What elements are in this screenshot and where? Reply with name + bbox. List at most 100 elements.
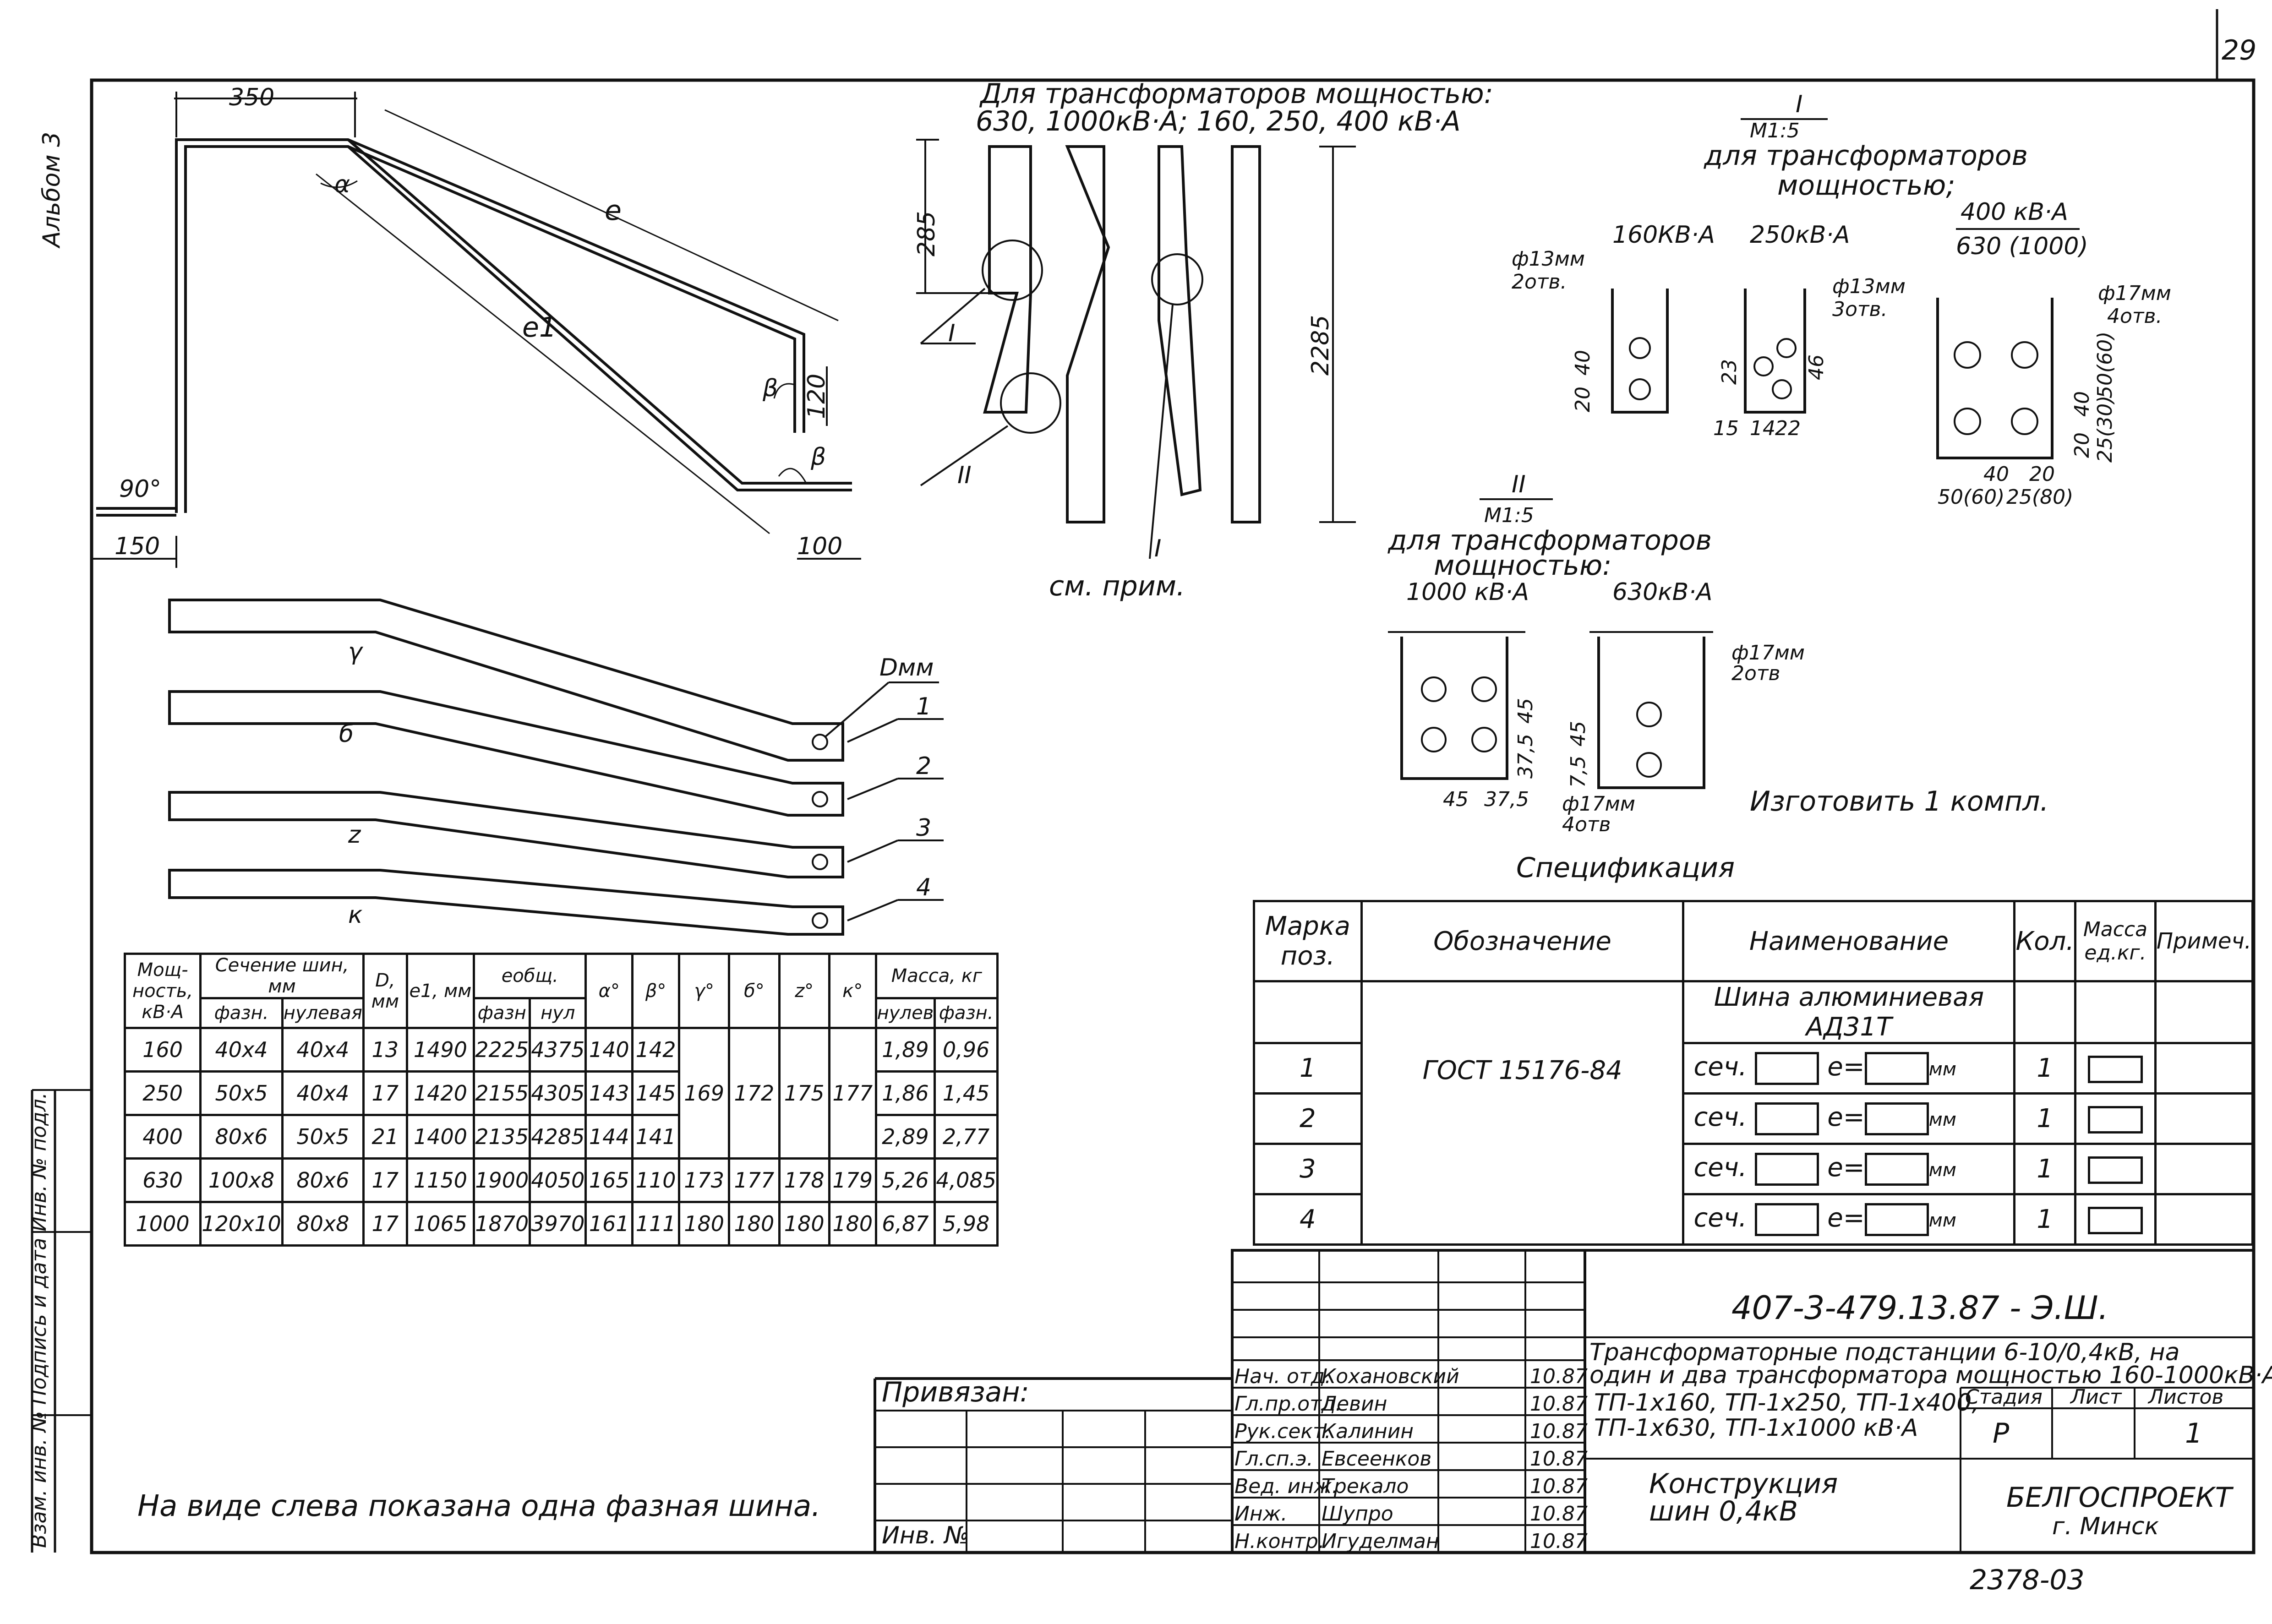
cell: 50x5 bbox=[199, 1070, 284, 1116]
cell: 1,45 bbox=[934, 1070, 999, 1116]
mm-label: мм bbox=[1928, 1109, 1956, 1130]
detail-I-d20: 20 bbox=[1571, 387, 1595, 412]
spec-mass-cell bbox=[2074, 1092, 2157, 1145]
cell: 1400 bbox=[405, 1114, 475, 1160]
cell: 177 bbox=[728, 1157, 781, 1203]
detail-II-d375: 37,5 bbox=[1484, 788, 1529, 811]
detail-II-plates bbox=[1388, 631, 1713, 789]
length-box bbox=[1864, 1152, 1929, 1186]
cell: 17 bbox=[362, 1157, 408, 1203]
detail-I-400: 400 кВ·А bbox=[1961, 198, 2068, 226]
bar-pos-4: 4 bbox=[916, 874, 931, 901]
detail-II-line1: для трансформаторов bbox=[1387, 524, 1712, 556]
spec-mass-cell bbox=[2074, 1042, 2157, 1095]
spec-note-cell bbox=[2154, 1143, 2254, 1195]
table-row: 3 сеч. e=мм 1 bbox=[1253, 1143, 2254, 1195]
org-city: г. Минск bbox=[2052, 1513, 2159, 1540]
detail-II-1000: 1000 кВ·А bbox=[1406, 578, 1529, 606]
th-power: Мощ-ность, кВ·А bbox=[123, 953, 202, 1029]
staff-date-6: 10.87 bbox=[1530, 1502, 1588, 1526]
table-row: 160 40x4 40x4 13 1490 2225 4375 140 142 … bbox=[123, 1027, 999, 1160]
detail-I-d25: 25(30) bbox=[2093, 396, 2117, 463]
staff-rows: Нач. отд. Кохановский 10.87 Гл.пр.отд. Л… bbox=[1234, 1365, 1588, 1553]
spec-pos: 2 bbox=[1253, 1092, 1363, 1145]
th-gamma: γ° bbox=[678, 953, 731, 1029]
desc-3: ТП-1х160, ТП-1х250, ТП-1х400, bbox=[1594, 1389, 1979, 1417]
bar-pos-1: 1 bbox=[916, 693, 931, 720]
length-box bbox=[1864, 1203, 1929, 1236]
cell-zeta-group: 175 bbox=[778, 1027, 830, 1160]
detail-I-d40: 40 bbox=[1571, 350, 1595, 376]
cell: 250 bbox=[123, 1070, 202, 1116]
staff-date-5: 10.87 bbox=[1530, 1475, 1588, 1498]
th-l1: e1, мм bbox=[405, 953, 475, 1029]
detail-I-hole13a: ф13мм bbox=[1512, 247, 1585, 271]
dim-120: 120 bbox=[803, 374, 830, 419]
cell: 165 bbox=[584, 1157, 634, 1203]
detail-II-line2: мощностью: bbox=[1434, 550, 1611, 582]
detail-II-630: 630кВ·А bbox=[1612, 578, 1712, 606]
cell: 3970 bbox=[529, 1201, 587, 1247]
label-l1: e1 bbox=[522, 311, 557, 343]
org-name: БЕЛГОСПРОЕКТ bbox=[2006, 1482, 2234, 1514]
cell: 630 bbox=[123, 1157, 202, 1203]
cell-kappa-group: 177 bbox=[828, 1027, 877, 1160]
cell: 140 bbox=[584, 1027, 634, 1073]
staff-date-7: 10.87 bbox=[1530, 1530, 1588, 1553]
detail-I-250: 250кВ·А bbox=[1750, 221, 1850, 249]
cell: 100x8 bbox=[199, 1157, 284, 1203]
mass-box bbox=[2087, 1106, 2143, 1134]
cell: 40x4 bbox=[281, 1070, 365, 1116]
bar-angle-4: к bbox=[348, 901, 363, 929]
cell: 1000 bbox=[123, 1201, 202, 1247]
table-row: 400 80x6 50x5 21 1400 2135 4285 144 141 … bbox=[123, 1114, 999, 1160]
bar-plans bbox=[168, 599, 944, 936]
spec-name-cell: сеч. e=мм bbox=[1682, 1042, 2016, 1095]
th-mneutral: нулев bbox=[874, 997, 936, 1029]
sec-label: сеч. bbox=[1693, 1052, 1747, 1082]
cell: 4375 bbox=[529, 1027, 587, 1073]
spec-empty bbox=[2013, 980, 2077, 1044]
bar-side-view bbox=[92, 92, 861, 568]
desc-1: Трансформаторные подстанции 6-10/0,4кВ, … bbox=[1589, 1339, 2180, 1366]
th-section: Сечение шин, мм bbox=[199, 953, 365, 999]
spec-empty bbox=[2074, 980, 2157, 1044]
cell: 400 bbox=[123, 1114, 202, 1160]
cell: 144 bbox=[584, 1114, 634, 1160]
cell: 80x6 bbox=[199, 1114, 284, 1160]
th-delta: б° bbox=[728, 953, 781, 1029]
make-note: Изготовить 1 компл. bbox=[1750, 785, 2049, 817]
detail-II-hole17a-count: 2отв bbox=[1731, 662, 1780, 685]
cell: 4,085 bbox=[934, 1157, 999, 1203]
th-mphase: фазн. bbox=[934, 997, 999, 1029]
detail-I-d22: 22 bbox=[1775, 417, 1801, 440]
th-lneutral: нул bbox=[529, 997, 587, 1029]
spec-standard: ГОСТ 15176-84 bbox=[1360, 980, 1685, 1246]
cell: 40x4 bbox=[199, 1027, 284, 1073]
staff-date-1: 10.87 bbox=[1530, 1365, 1588, 1388]
cell: 80x6 bbox=[281, 1157, 365, 1203]
detail-I-160: 160КВ·А bbox=[1612, 221, 1715, 249]
side-strip-text: Взам. инв. № Подпись и дата Инв. № подл. bbox=[27, 1092, 51, 1548]
sec-label: сеч. bbox=[1693, 1203, 1747, 1233]
cell: 4285 bbox=[529, 1114, 587, 1160]
staff-name-2: Левин bbox=[1321, 1392, 1387, 1416]
angle-beta-2: β bbox=[810, 443, 826, 471]
cell: 180 bbox=[778, 1201, 830, 1247]
title-block-frame bbox=[874, 1249, 2255, 1554]
cell: 180 bbox=[728, 1201, 781, 1247]
cell: 0,96 bbox=[934, 1027, 999, 1073]
spec-th-mark: Марка поз. bbox=[1253, 900, 1363, 982]
detail-I-line2: мощностью; bbox=[1777, 169, 1955, 202]
staff-name-7: Игуделман bbox=[1322, 1530, 1439, 1553]
table-row: 2 сеч. e=мм 1 bbox=[1253, 1092, 2254, 1145]
cell: 180 bbox=[828, 1201, 877, 1247]
spec-qty: 1 bbox=[2013, 1143, 2077, 1195]
detail-I-d46: 46 bbox=[1805, 354, 1828, 380]
detail-I-scale: М1:5 bbox=[1750, 119, 1800, 142]
detail-I-line1: для трансформаторов bbox=[1704, 140, 2028, 172]
spec-pos: 1 bbox=[1253, 1042, 1363, 1095]
cell: 145 bbox=[631, 1070, 681, 1116]
cell-delta-group: 172 bbox=[728, 1027, 781, 1160]
